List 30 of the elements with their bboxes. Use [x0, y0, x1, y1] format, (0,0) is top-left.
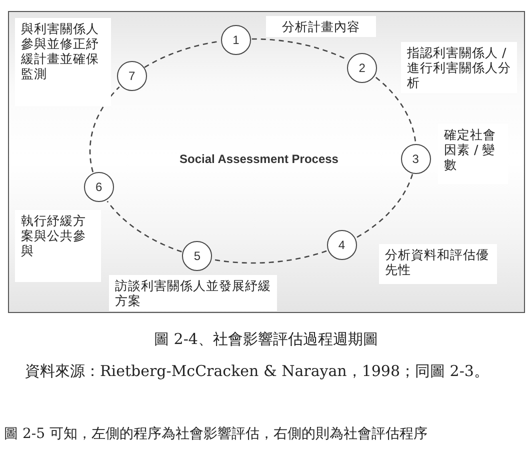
connector-line — [356, 174, 414, 238]
step-number: 1 — [232, 32, 240, 47]
step-circle — [182, 241, 212, 272]
connector-line — [376, 76, 416, 144]
diagram-frame — [8, 11, 525, 313]
step-description: 分析計畫內容 — [266, 16, 376, 37]
step-circle — [326, 230, 357, 260]
step-description: 訪談利害關係人並發展紓緩方案 — [109, 275, 277, 311]
step-number: 7 — [128, 69, 136, 84]
source-note: 資料來源：Rietberg-McCracken & Narayan，1998；同圖 2-3。 — [25, 362, 490, 381]
step-description: 指認利害關係人 / 進行利害關係人分析 — [401, 42, 517, 93]
step-number: 3 — [412, 152, 419, 166]
step-description: 與利害關係人參與並修正紓緩計畫並確保監測 — [15, 18, 111, 106]
figure-caption: 圖 2-4、社會影響評估過程週期圖 — [153, 330, 379, 349]
step-circle — [84, 172, 114, 202]
connector-line — [106, 200, 182, 252]
step-circle — [220, 24, 251, 55]
center-label: Social Assessment Process — [178, 152, 340, 166]
connector-line — [89, 86, 120, 172]
step-number: 5 — [194, 249, 201, 264]
body-text: 圖 2-5 可知，左側的程序為社會影響評估，右側的則為社會評估程序 — [4, 425, 428, 443]
step-circle — [116, 61, 147, 92]
step-number: 2 — [358, 60, 366, 75]
step-circle — [400, 144, 431, 174]
step-circle — [347, 52, 378, 83]
step-number: 6 — [96, 180, 102, 194]
connector-line — [214, 250, 327, 264]
step-description: 分析資料和評估優先性 — [379, 244, 497, 284]
step-number: 4 — [338, 238, 346, 252]
step-description: 執行紓緩方案與公共參與 — [15, 210, 101, 282]
